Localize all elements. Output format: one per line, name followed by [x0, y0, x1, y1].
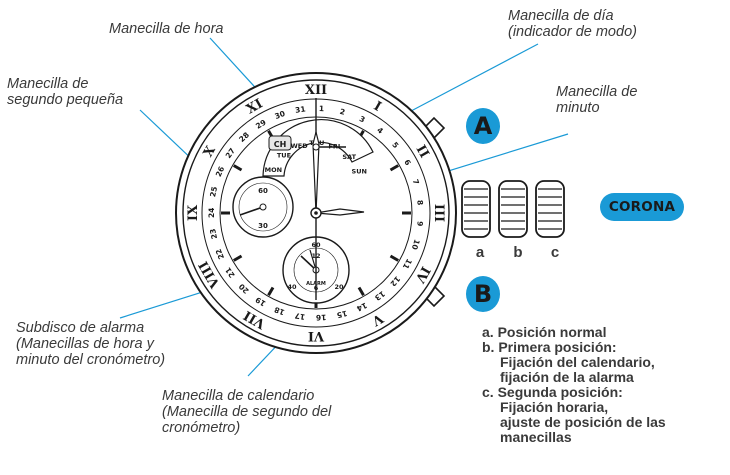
- position-c: c. Segunda posición:: [482, 384, 623, 400]
- crown-label-b: b: [513, 244, 523, 261]
- small-second-hand: [239, 206, 264, 216]
- position-c-line-3: manecillas: [500, 429, 572, 445]
- corona-badge: CORONA: [600, 193, 684, 221]
- roman-IV: IV: [411, 263, 433, 285]
- crown-drawing-c: [535, 180, 565, 238]
- button-a-badge: A: [466, 108, 500, 144]
- hour-index: [389, 164, 400, 172]
- small-second-30: 30: [258, 222, 268, 230]
- date-4: 4: [375, 125, 385, 135]
- date-30: 30: [273, 109, 286, 121]
- date-24: 24: [207, 208, 216, 218]
- date-7: 7: [411, 178, 421, 186]
- date-11: 11: [401, 257, 414, 270]
- date-17: 17: [294, 311, 306, 321]
- position-b-line-2: fijación de la alarma: [500, 369, 634, 385]
- date-23: 23: [208, 228, 219, 240]
- hour-index: [389, 254, 400, 262]
- crown-drawing-b: [498, 180, 528, 238]
- crown-label-c: c: [550, 244, 560, 261]
- small-second-subdial: 60 30: [232, 176, 294, 238]
- date-5: 5: [390, 140, 400, 150]
- main-hands: [310, 98, 365, 300]
- mode-indicator: CH: [268, 135, 292, 151]
- alarm-20: 20: [334, 283, 344, 291]
- date-14: 14: [355, 301, 368, 314]
- date-31: 31: [295, 104, 307, 114]
- day-SUN: SUN: [352, 168, 367, 176]
- mode-label: CH: [274, 140, 287, 149]
- date-25: 25: [208, 186, 219, 198]
- day-TUE: TUE: [277, 152, 291, 160]
- hour-indices: [221, 129, 411, 308]
- callout-day-hand: Manecilla de día (indicador de modo): [508, 8, 637, 40]
- watch-bezel: [182, 79, 450, 347]
- date-10: 10: [410, 238, 422, 251]
- position-b-line-1: Fijación del calendario,: [500, 354, 655, 370]
- date-8: 8: [415, 200, 424, 206]
- hour-index: [232, 254, 243, 262]
- position-a: a. Posición normal: [482, 324, 607, 340]
- position-c-line-2: ajuste de posición de las: [500, 414, 666, 430]
- date-2: 2: [339, 107, 346, 117]
- hour-index: [232, 164, 243, 172]
- callout-small-second: Manecilla de segundo pequeña: [7, 76, 124, 108]
- hour-index: [357, 286, 365, 297]
- date-3: 3: [358, 114, 367, 124]
- date-16: 16: [316, 313, 327, 323]
- callout-hour-hand: Manecilla de hora: [109, 21, 224, 37]
- hour-hand: [312, 131, 320, 214]
- day-MON: MON: [265, 166, 282, 174]
- date-9: 9: [415, 221, 424, 227]
- callout-calendar-hand: Manecilla de calendario (Manecilla de se…: [162, 388, 332, 436]
- small-second-60: 60: [258, 187, 268, 195]
- callout-alarm-subdial: Subdisco de alarma (Manecillas de hora y…: [16, 320, 166, 368]
- position-b: b. Primera posición:: [482, 339, 617, 355]
- crown-positions-legend: a. Posición normal b. Primera posición: …: [482, 325, 666, 445]
- hour-index: [267, 286, 275, 297]
- date-26: 26: [214, 165, 226, 178]
- crown-drawing-a: [461, 180, 491, 238]
- date-1: 1: [319, 104, 325, 113]
- position-c-line-1: Fijación horaria,: [500, 399, 609, 415]
- day-SAT: SAT: [342, 153, 356, 161]
- minute-hand: [315, 208, 365, 216]
- day-WED: WED: [291, 142, 309, 150]
- date-6: 6: [402, 158, 412, 167]
- date-18: 18: [273, 305, 286, 317]
- roman-XII: XII: [305, 83, 327, 98]
- roman-III: III: [431, 204, 446, 222]
- alarm-40: 40: [287, 283, 297, 291]
- date-22: 22: [214, 247, 226, 260]
- roman-XI: XI: [244, 96, 266, 117]
- date-15: 15: [336, 309, 348, 320]
- roman-VI: VI: [308, 328, 325, 343]
- roman-IX: IX: [186, 204, 201, 221]
- crown-positions: [461, 180, 565, 238]
- callout-minute-hand: Manecilla de minuto: [556, 84, 638, 116]
- crown-label-a: a: [475, 244, 485, 261]
- button-b-badge: B: [466, 276, 500, 312]
